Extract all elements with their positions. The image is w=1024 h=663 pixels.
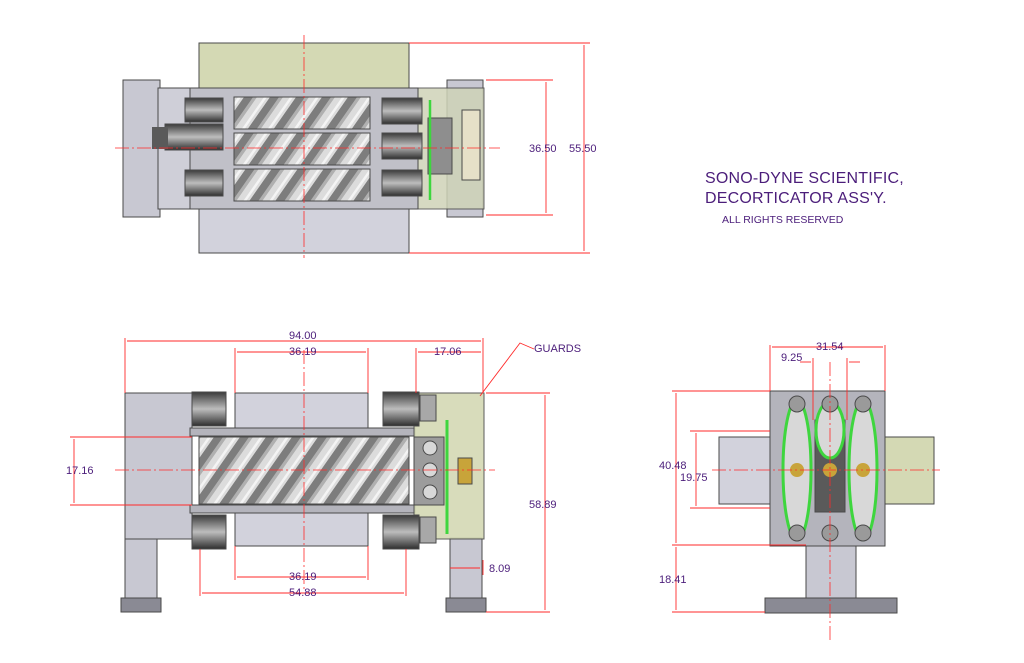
top-right-gearbox <box>427 117 453 175</box>
side-stand <box>805 544 857 604</box>
guards-label: GUARDS <box>534 343 581 355</box>
front-dim-17-06: 17.06 <box>434 346 462 358</box>
front-right-leg <box>449 537 483 601</box>
front-left-frame <box>124 392 193 540</box>
side-dim-9-25: 9.25 <box>781 352 802 364</box>
front-left-leg <box>124 537 158 601</box>
side-dim-19-75: 19.75 <box>680 472 708 484</box>
front-dim-54-88: 54.88 <box>289 587 317 599</box>
top-dim-55-50: 55.50 <box>569 143 597 155</box>
title-company: SONO-DYNE SCIENTIFIC, <box>705 170 904 187</box>
top-roller-1 <box>233 96 371 130</box>
side-view: 31.54 9.25 40.48 19.75 18.41 <box>659 341 940 640</box>
side-dim-31-54: 31.54 <box>816 341 844 353</box>
rights-reserved: ALL RIGHTS RESERVED <box>722 214 844 226</box>
top-roller-2 <box>233 132 371 166</box>
front-dim-94-00: 94.00 <box>289 330 317 342</box>
front-housing-bottom <box>189 504 416 514</box>
front-view: 94.00 36.19 17.06 36.19 54.88 8.09 17.16… <box>66 330 581 613</box>
top-right-motors <box>381 97 423 197</box>
front-dim-17-16: 17.16 <box>66 465 94 477</box>
top-dim-36-50: 36.50 <box>529 143 557 155</box>
front-dim-36-19-bottom: 36.19 <box>289 571 317 583</box>
side-foot <box>764 597 898 614</box>
title-assembly: DECORTICATOR ASS'Y. <box>705 190 887 207</box>
front-dim-8-09: 8.09 <box>489 563 510 575</box>
front-dim-36-19-top: 36.19 <box>289 346 317 358</box>
front-lower-hopper <box>234 512 369 547</box>
front-gear-train <box>413 436 473 506</box>
front-right-foot <box>445 597 487 613</box>
side-hopper-right <box>883 436 935 505</box>
top-roller-3 <box>233 168 371 202</box>
side-dim-18-41: 18.41 <box>659 574 687 586</box>
top-left-motors <box>152 97 224 197</box>
front-left-foot <box>120 597 162 613</box>
top-view: 36.50 55.50 <box>115 35 597 258</box>
front-dim-58-89: 58.89 <box>529 499 557 511</box>
front-upper-hopper <box>234 392 369 429</box>
side-hopper-left <box>718 436 774 505</box>
front-housing-top <box>189 427 416 437</box>
front-motors <box>191 391 437 550</box>
side-dim-40-48: 40.48 <box>659 460 687 472</box>
